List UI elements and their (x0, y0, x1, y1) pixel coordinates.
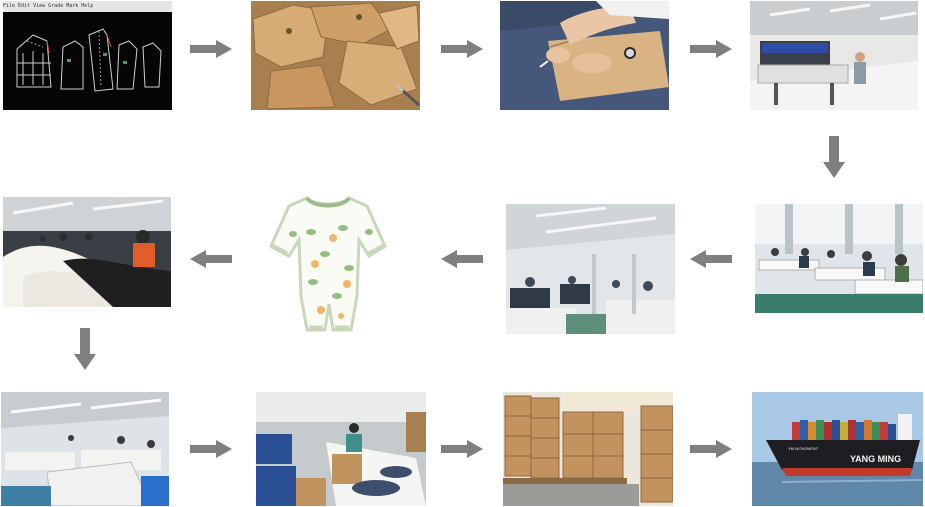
ship-name-text: YM MOVEMENT (788, 446, 819, 451)
arrow-down-icon (823, 136, 845, 178)
carton-pallets-photo (503, 392, 673, 506)
arrow-right-icon (441, 40, 483, 58)
arrow-left-icon (690, 250, 732, 268)
arrow-right-icon (190, 440, 232, 458)
pattern-pieces-drawing (16, 28, 162, 92)
baby-romper-photo (263, 192, 393, 334)
ship-hull-text: YANG MING (850, 454, 901, 464)
cad-pattern-screen-photo: File Edit View Grade Mark Help (3, 1, 172, 110)
kraft-paper-pattern-photo (251, 1, 420, 110)
container-ship-photo: YANG MING YM MOVEMENT (752, 392, 923, 506)
arrow-right-icon (190, 40, 232, 58)
software-menubar: File Edit View Grade Mark Help (3, 1, 172, 12)
sewing-line-photo (755, 204, 923, 313)
arrow-right-icon (690, 40, 732, 58)
arrow-down-icon (74, 328, 96, 370)
hand-tracing-fabric-photo (500, 1, 669, 110)
folding-bagging-photo (256, 392, 426, 506)
arrow-right-icon (441, 440, 483, 458)
arrow-right-icon (690, 440, 732, 458)
inspection-table-photo (3, 197, 171, 307)
arrow-left-icon (441, 250, 483, 268)
packing-area-photo (1, 392, 169, 506)
spreading-machine-photo (750, 1, 918, 110)
arrow-left-icon (190, 250, 232, 268)
assembly-floor-photo (506, 204, 675, 334)
